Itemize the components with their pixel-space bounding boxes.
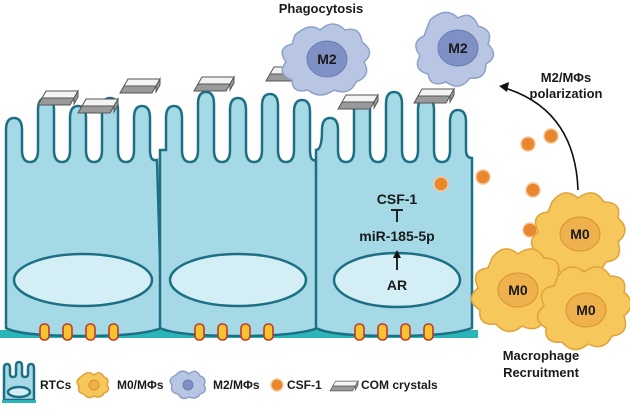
m0-legend-icon	[76, 372, 110, 399]
activation-arrow	[393, 250, 401, 270]
rtc-cell-2	[158, 90, 320, 338]
m0-macrophage-a: M0	[530, 192, 626, 277]
m2-macrophage-b: M2	[415, 11, 495, 87]
legend: RTCs M0/MΦs M2/MΦs CSF-1 COM crystals	[2, 360, 438, 403]
tight-junctions	[39, 323, 434, 341]
recruitment-line1: Macrophage	[503, 348, 580, 363]
m0-macrophage-c: M0	[536, 266, 630, 351]
legend-m0: M0/MΦs	[117, 378, 164, 392]
recruitment-line2: Recruitment	[503, 365, 580, 380]
polarization-arrow	[504, 87, 579, 191]
rtc-cell-3	[314, 90, 474, 338]
legend-crystals: COM crystals	[361, 378, 438, 392]
ar-text: AR	[387, 277, 407, 293]
csf1-text: CSF-1	[377, 191, 418, 207]
m0-label-c: M0	[576, 302, 596, 318]
crystal-legend-icon	[329, 380, 359, 392]
mirna-text: miR-185-5p	[359, 228, 434, 244]
legend-m2: M2/MΦs	[213, 378, 260, 392]
m2-legend-icon	[169, 370, 207, 400]
phagocytosis-label: Phagocytosis	[279, 1, 364, 16]
m2-macrophage-a: M2	[281, 23, 371, 96]
m0-label-a: M0	[570, 226, 590, 242]
m2-label-b: M2	[448, 40, 468, 56]
csf1-particles	[433, 128, 559, 238]
legend-rtcs: RTCs	[40, 378, 72, 392]
m0-label-b: M0	[508, 282, 528, 298]
csf1-legend-icon	[270, 378, 284, 392]
inhibition-arrow	[391, 209, 403, 222]
m2-label-a: M2	[317, 51, 337, 67]
nucleus-1	[12, 252, 154, 308]
rtc-cell-1	[4, 96, 164, 338]
nucleus-2	[168, 252, 308, 308]
rtc-legend-icon	[2, 360, 36, 403]
polarization-line2: polarization	[530, 86, 603, 101]
polarization-line1: M2/MΦs	[541, 70, 591, 85]
legend-csf1: CSF-1	[287, 378, 322, 392]
